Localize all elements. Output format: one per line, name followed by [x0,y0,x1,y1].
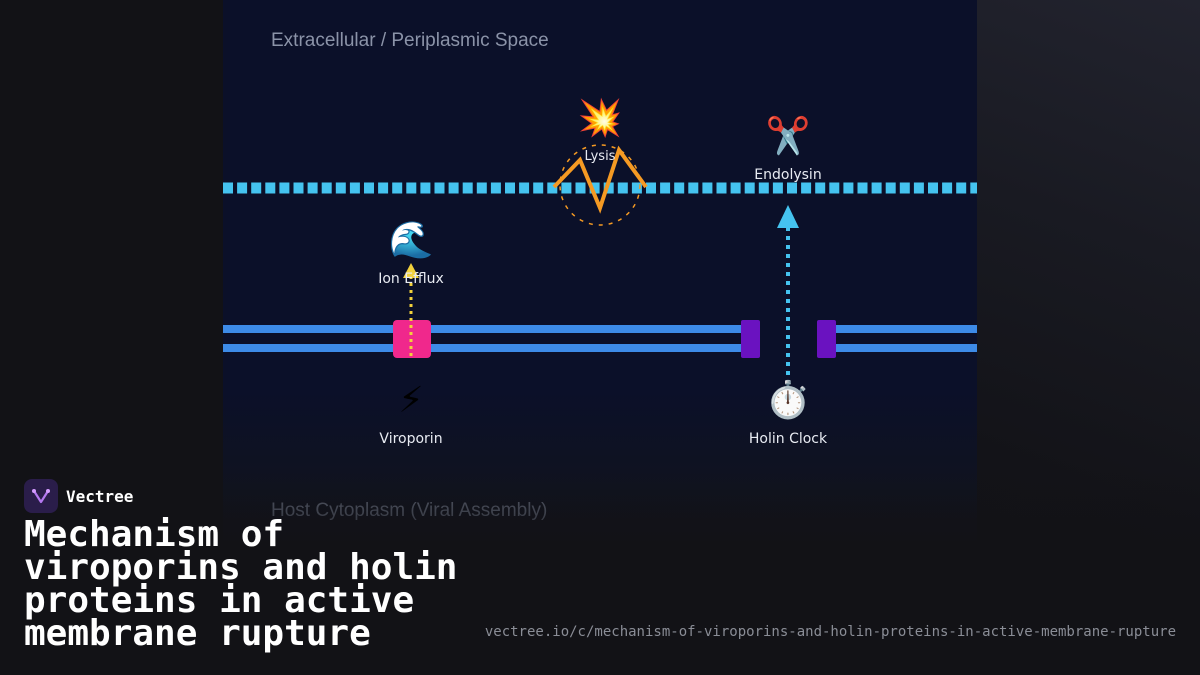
region-label-extracellular: Extracellular / Periplasmic Space [271,30,549,51]
viroporin-label: Viroporin [379,431,442,447]
page-title: Mechanism of viroporins and holin protei… [24,514,458,654]
vectree-logo-icon [24,479,58,513]
brand-name: Vectree [66,486,134,506]
lightning-icon: ⚡ [398,380,423,421]
stopwatch-icon: ⏱️ [766,379,811,421]
lysis-icon: 💥 [578,97,623,139]
background-right-panel [976,0,1200,675]
ion-efflux-label: Ion Efflux [378,271,444,287]
holin-pore-left-wall [741,320,760,358]
endolysin-arrowhead [777,205,799,228]
ion-efflux-arrowhead [403,263,419,278]
holin-clock-label: Holin Clock [749,431,828,447]
inner-membrane-lower-leaflet [223,344,977,352]
membrane-diagram: Extracellular / Periplasmic Space Host C… [223,0,977,560]
scissors-icon: ✂️ [766,114,811,157]
endolysin-label: Endolysin [754,167,821,183]
page-url[interactable]: vectree.io/c/mechanism-of-viroporins-and… [484,624,1176,640]
vectree-mark [32,489,50,504]
wave-icon: 🌊 [389,219,434,261]
brand[interactable]: Vectree [24,479,133,513]
inner-membrane-upper-leaflet [223,325,977,333]
lysis-burst-zigzag [552,145,648,214]
lysis-rupture-ring [559,144,641,226]
holin-pore-right-wall [817,320,836,358]
diagram-canvas: 💥 ✂️ 🌊 ⚡ ⏱️ Lysis Endolysin Ion Efflux V… [223,97,977,447]
lysis-label: Lysis [585,149,616,164]
